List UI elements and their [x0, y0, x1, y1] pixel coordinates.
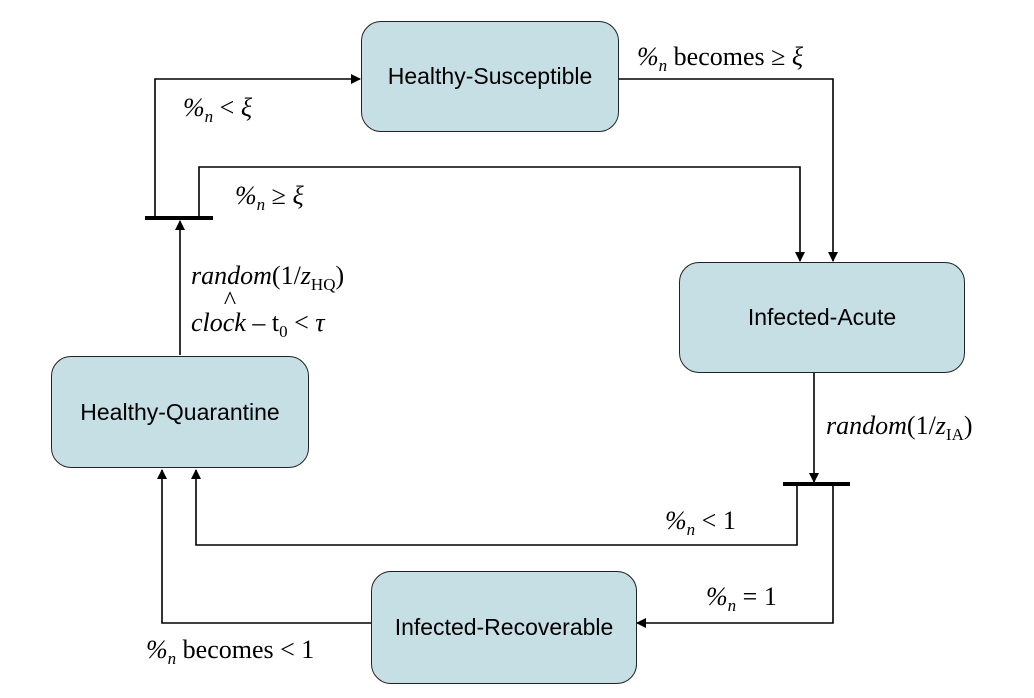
- minus-t: – t: [245, 308, 280, 337]
- becomes-lt-text: becomes <: [182, 635, 295, 664]
- label-random-zhq: random(1/zHQ): [191, 261, 345, 294]
- lt-symbol: <: [701, 506, 717, 535]
- n-sub: n: [727, 596, 737, 615]
- state-healthy-quarantine: Healthy-Quarantine: [51, 356, 309, 468]
- label-clock-tau: clock – t0 < τ: [191, 288, 325, 341]
- xi-symbol: ξ: [240, 93, 252, 122]
- one-value: 1: [301, 635, 315, 664]
- lt-symbol: <: [219, 93, 235, 122]
- edge-susceptible-to-acute: [619, 78, 838, 262]
- z-symbol: z: [935, 411, 946, 440]
- label-pct-eq-1: %n = 1: [706, 582, 777, 615]
- rate-open: (1/: [271, 261, 301, 290]
- pct-symbol: %: [706, 582, 728, 611]
- state-infected-acute: Infected-Acute: [679, 262, 965, 373]
- hq-sub: HQ: [310, 275, 336, 294]
- edge-bar-to-recoverable: [636, 486, 834, 628]
- tau-symbol: τ: [315, 308, 325, 337]
- label-random-zia: random(1/zIA): [826, 411, 973, 444]
- n-sub: n: [167, 649, 177, 668]
- pct-symbol: %: [665, 506, 687, 535]
- label-pct-becomes-geq-xi: %n becomes ≥ ξ: [637, 42, 804, 75]
- edge-recoverable-to-quarantine: [157, 469, 371, 624]
- label-pct-lt-xi: %n < ξ: [183, 93, 252, 126]
- n-sub: n: [686, 520, 696, 539]
- n-sub: n: [204, 107, 214, 126]
- edge-bar-to-quarantine: [191, 469, 798, 546]
- edge-bar-to-susceptible: [154, 74, 361, 216]
- edge-bar-to-acute: [198, 166, 805, 262]
- random-text: random: [191, 261, 272, 290]
- pct-symbol: %: [146, 635, 168, 664]
- z-symbol: z: [300, 261, 311, 290]
- becomes-geq-text: becomes ≥: [673, 42, 786, 71]
- label-pct-becomes-lt-1: %n becomes < 1: [146, 635, 315, 668]
- lt-symbol: <: [294, 308, 309, 337]
- label-pct-geq-xi: %n ≥ ξ: [235, 181, 304, 214]
- n-sub: n: [658, 56, 668, 75]
- label-pct-lt-1: %n < 1: [665, 506, 736, 539]
- pct-symbol: %: [235, 181, 257, 210]
- n-sub: n: [256, 195, 266, 214]
- one-value: 1: [763, 582, 777, 611]
- state-infected-recoverable: Infected-Recoverable: [371, 571, 637, 684]
- pct-symbol: %: [637, 42, 659, 71]
- state-healthy-susceptible: Healthy-Susceptible: [361, 21, 619, 132]
- close-paren: ): [963, 411, 973, 440]
- random-text: random: [826, 411, 907, 440]
- xi-symbol: ξ: [791, 42, 804, 71]
- one-value: 1: [722, 506, 736, 535]
- ia-sub: IA: [945, 425, 964, 444]
- close-paren: ): [335, 261, 345, 290]
- clock-text: clock: [191, 288, 246, 336]
- rate-open: (1/: [906, 411, 936, 440]
- zero-sub: 0: [279, 322, 288, 341]
- eq-symbol: =: [742, 582, 758, 611]
- xi-symbol: ξ: [292, 181, 304, 210]
- pct-symbol: %: [183, 93, 205, 122]
- geq-symbol: ≥: [271, 181, 286, 210]
